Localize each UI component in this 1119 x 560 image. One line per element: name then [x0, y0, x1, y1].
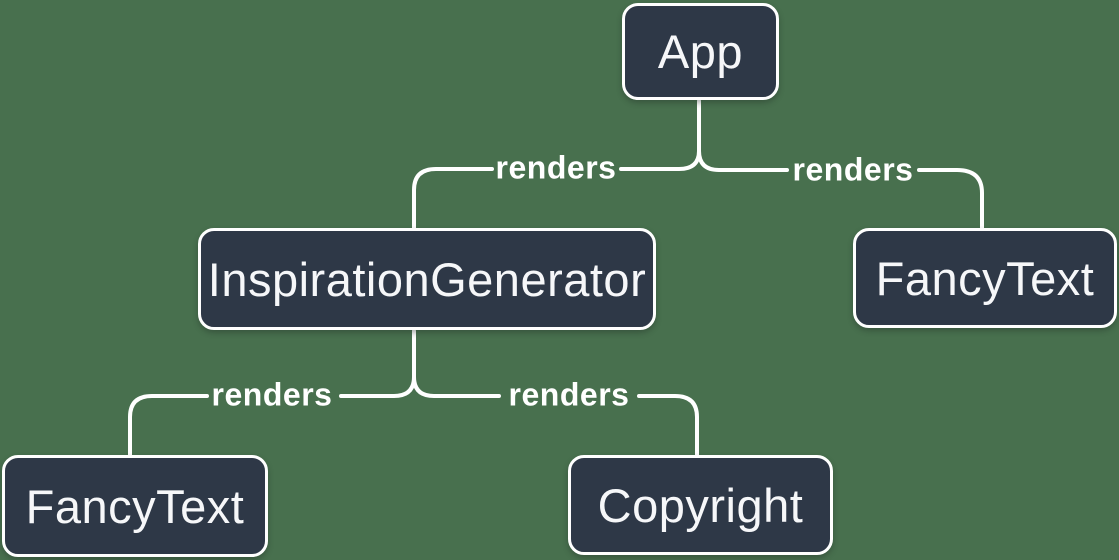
edge-inspirationgenerator-to-copyright	[412, 348, 699, 458]
node-copyright: Copyright	[568, 455, 833, 555]
edge-label-app-fancytext: renders	[792, 151, 914, 188]
edge-label-inspirationgenerator-copyright: renders	[508, 376, 630, 413]
node-inspiration-generator: InspirationGenerator	[198, 228, 656, 330]
node-copyright-label: Copyright	[597, 478, 804, 532]
node-inspiration-generator-label: InspirationGenerator	[207, 252, 647, 306]
edge-label-app-inspirationgenerator: renders	[495, 149, 617, 186]
node-fancytext-bottom-left-label: FancyText	[25, 479, 245, 533]
edge-label-inspirationgenerator-fancytext: renders	[211, 376, 333, 413]
node-fancytext-top-right: FancyText	[853, 228, 1117, 328]
node-fancytext-bottom-left: FancyText	[2, 455, 268, 557]
node-fancytext-top-right-label: FancyText	[875, 251, 1095, 305]
edge-app-to-fancytext	[697, 117, 984, 231]
node-app: App	[622, 3, 779, 100]
node-app-label: App	[657, 25, 744, 78]
